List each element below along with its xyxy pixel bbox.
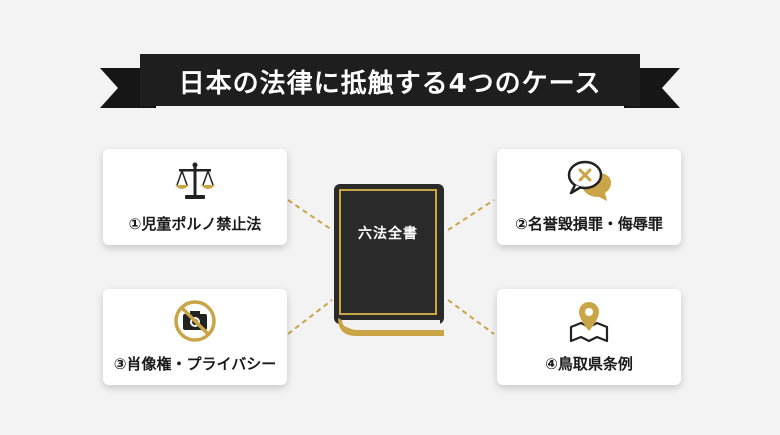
no-camera-icon [174, 300, 216, 342]
book-icon [334, 184, 444, 336]
case-card-1: ①児童ポルノ禁止法 [103, 149, 287, 245]
speech-bubble-x-icon [567, 160, 611, 201]
case-card-3: ③肖像権・プライバシー [103, 289, 287, 385]
scales-icon [175, 162, 215, 199]
title-banner [100, 54, 680, 108]
case-label-3: ③肖像権・プライバシー [113, 355, 277, 373]
case-label-2: ②名誉毀損罪・侮辱罪 [515, 215, 663, 233]
case-card-2: ②名誉毀損罪・侮辱罪 [497, 149, 681, 245]
map-pin-icon [569, 302, 609, 343]
banner-title: 日本の法律に抵触する4つのケース [178, 68, 602, 99]
case-label-4: ④鳥取県条例 [545, 355, 633, 373]
book-title: 六法全書 [358, 226, 418, 242]
case-card-4: ④鳥取県条例 [497, 289, 681, 385]
case-label-1: ①児童ポルノ禁止法 [128, 215, 262, 233]
